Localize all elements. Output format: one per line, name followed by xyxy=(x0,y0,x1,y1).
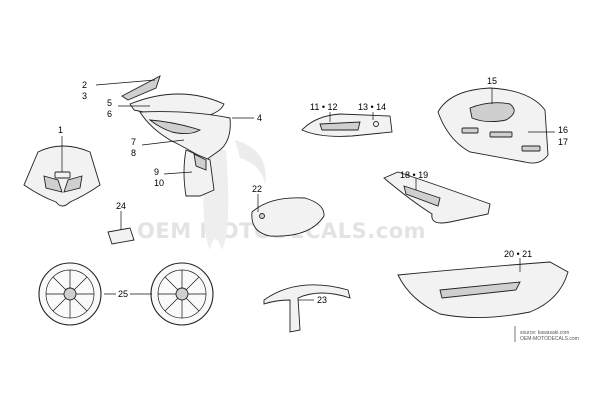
part-windscreen xyxy=(23,145,101,207)
part-tank-cover xyxy=(437,87,549,164)
source-note-line-1: source: kawasaki.com xyxy=(520,330,569,336)
callout-6: 6 xyxy=(107,109,112,119)
callout-8: 8 xyxy=(131,148,136,158)
callout-4: 4 xyxy=(257,113,262,123)
callout-2: 2 xyxy=(82,80,87,90)
part-lower-fairing xyxy=(397,261,569,318)
part-upper-cowl xyxy=(301,113,393,137)
part-seat-cowl xyxy=(383,171,491,224)
part-wheel-rear xyxy=(150,262,214,326)
callout-17: 17 xyxy=(558,137,568,147)
callout-5: 5 xyxy=(107,98,112,108)
part-side-fairing xyxy=(121,75,231,197)
callout-22: 22 xyxy=(252,184,262,194)
callout-3: 3 xyxy=(82,91,87,101)
source-note-line-2: OEM-MOTODECALS.com xyxy=(520,336,579,342)
part-seat xyxy=(251,197,325,237)
callout-24: 24 xyxy=(116,201,126,211)
callout-10: 10 xyxy=(154,178,164,188)
callout-23: 23 xyxy=(317,295,327,305)
callout-18-19: 18 • 19 xyxy=(400,170,428,180)
watermark-swoosh-shape xyxy=(235,140,266,185)
callout-13-14: 13 • 14 xyxy=(358,102,386,112)
callout-9: 9 xyxy=(154,167,159,177)
callout-1: 1 xyxy=(58,125,63,135)
part-front-fender xyxy=(263,284,351,333)
callout-25: 25 xyxy=(118,289,128,299)
callout-20-21: 20 • 21 xyxy=(504,249,532,259)
callout-7: 7 xyxy=(131,137,136,147)
callout-15: 15 xyxy=(487,76,497,86)
leader-2-3 xyxy=(95,79,156,86)
part-emblem xyxy=(107,227,135,245)
leader-7-8 xyxy=(141,139,185,146)
leader-9-10 xyxy=(163,171,193,175)
callout-16: 16 xyxy=(558,125,568,135)
part-wheel-front xyxy=(38,262,102,326)
callout-11-12: 11 • 12 xyxy=(310,102,338,112)
